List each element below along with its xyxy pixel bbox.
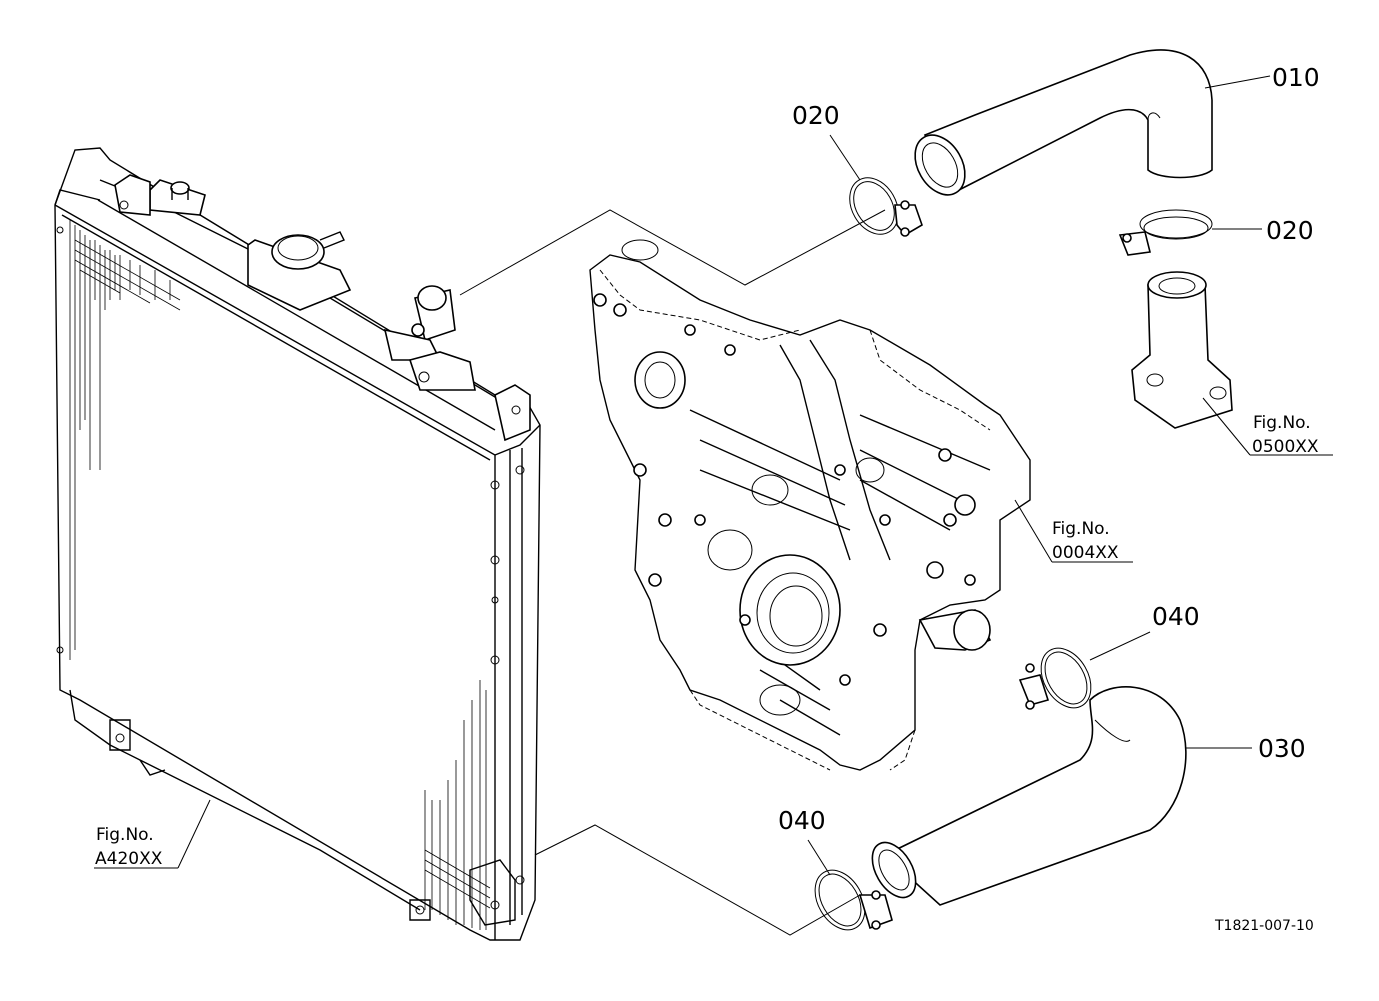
thermostat-housing — [1131, 271, 1333, 456]
fig-ref-0500-number: 0500XX — [1252, 437, 1319, 457]
radiator-fins-left — [69, 220, 181, 660]
radiator-fins-right — [424, 680, 491, 930]
hose-clamp-020-b — [1118, 209, 1262, 256]
radiator — [54, 147, 541, 941]
callout-030: 030 — [1258, 734, 1306, 763]
fig-ref-a420-label: Fig.No. — [96, 825, 154, 845]
callout-020-upper: 020 — [792, 101, 840, 130]
hose-clamp-020-a — [829, 134, 923, 237]
callout-040-upper: 040 — [1152, 602, 1200, 631]
fig-ref-0004-label: Fig.No. — [1052, 519, 1110, 539]
callout-020-right: 020 — [1266, 216, 1314, 245]
hose-clamp-040-b — [807, 839, 893, 931]
figure-references: Fig.No. 0500XX Fig.No. 0004XX Fig.No. A4… — [95, 413, 1319, 869]
fig-ref-0500-label: Fig.No. — [1253, 413, 1311, 433]
drawing-code: T1821-007-10 — [1214, 918, 1314, 934]
gear-case — [589, 239, 1133, 771]
callout-040-lower: 040 — [778, 806, 826, 835]
upper-hose-010 — [914, 49, 1271, 196]
connector-lines — [459, 209, 886, 936]
callout-labels: 010 020 020 030 040 040 — [778, 63, 1320, 835]
callout-010: 010 — [1272, 63, 1320, 92]
hose-clamp-040-a — [1018, 631, 1151, 710]
fig-ref-0004-number: 0004XX — [1052, 543, 1119, 563]
fig-ref-a420-number: A420XX — [95, 849, 163, 869]
lower-hose-030 — [871, 686, 1252, 906]
